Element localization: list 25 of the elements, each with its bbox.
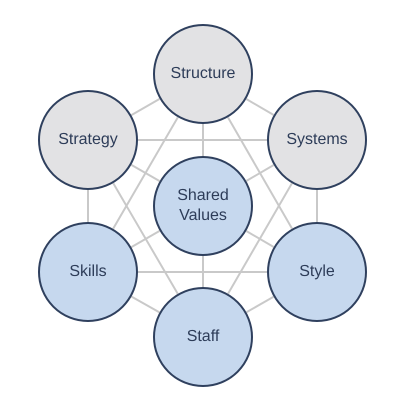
connector-line (227, 116, 293, 230)
connector-line (316, 190, 318, 222)
connector-line (138, 271, 267, 273)
connector-line (202, 256, 204, 287)
node-label: Strategy (58, 130, 118, 150)
node-label: Style (299, 262, 335, 282)
connector-line (130, 98, 160, 116)
node-label: Systems (286, 130, 348, 150)
connector-line (246, 164, 274, 182)
connector-line (246, 296, 274, 314)
connector-line (138, 139, 267, 141)
connector-line (130, 230, 160, 248)
connector-line (131, 296, 160, 314)
connector-line (112, 182, 179, 294)
node-label: Structure (170, 64, 236, 84)
node-label: Shared Values (176, 186, 230, 226)
connector-line (202, 124, 204, 156)
connector-line (112, 116, 179, 230)
connector-line (227, 182, 293, 294)
connector-line (246, 230, 274, 248)
node-label: Staff (186, 327, 220, 347)
node-label: Skills (69, 262, 107, 282)
connector-line (246, 98, 274, 116)
connector-line (130, 164, 160, 182)
connector-line (87, 190, 89, 222)
